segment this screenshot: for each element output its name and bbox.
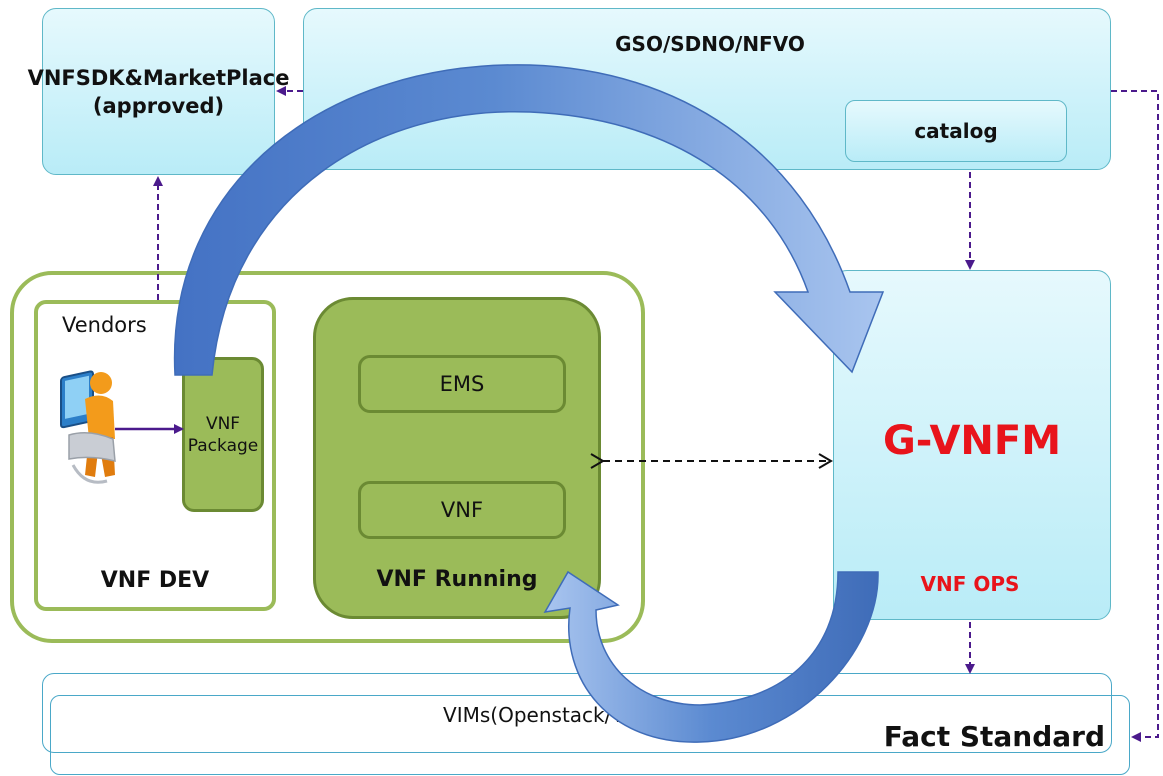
vendors-label: Vendors <box>62 313 147 337</box>
fact-standard-label: Fact Standard <box>883 720 1105 753</box>
vnf-ops-label: VNF OPS <box>920 572 1020 596</box>
vnf-running-box <box>313 297 601 619</box>
fact-standard-bar <box>50 695 1130 775</box>
vnf-running-label: VNF Running <box>376 567 538 592</box>
vnf-dev-label: VNF DEV <box>100 568 210 593</box>
vnfsdk-marketplace-box: VNFSDK&MarketPlace (approved) <box>28 8 289 175</box>
package-to-vnfm-arrow <box>173 64 885 376</box>
vnf-box: VNF <box>358 481 566 539</box>
gso-to-fact-standard-arrow <box>1111 90 1159 742</box>
vnf-package: VNF Package <box>182 357 264 512</box>
g-vnfm-box <box>833 270 1111 620</box>
vendor-person-icon <box>60 370 116 484</box>
vims-bar <box>42 673 1112 753</box>
g-vnfm-title: G-VNFM <box>882 418 1062 464</box>
ems-box: EMS <box>358 355 566 413</box>
ops-to-running-arrow <box>543 570 879 743</box>
catalog-box: catalog <box>845 100 1067 162</box>
gso-title: GSO/SDNO/NFVO <box>615 32 805 56</box>
